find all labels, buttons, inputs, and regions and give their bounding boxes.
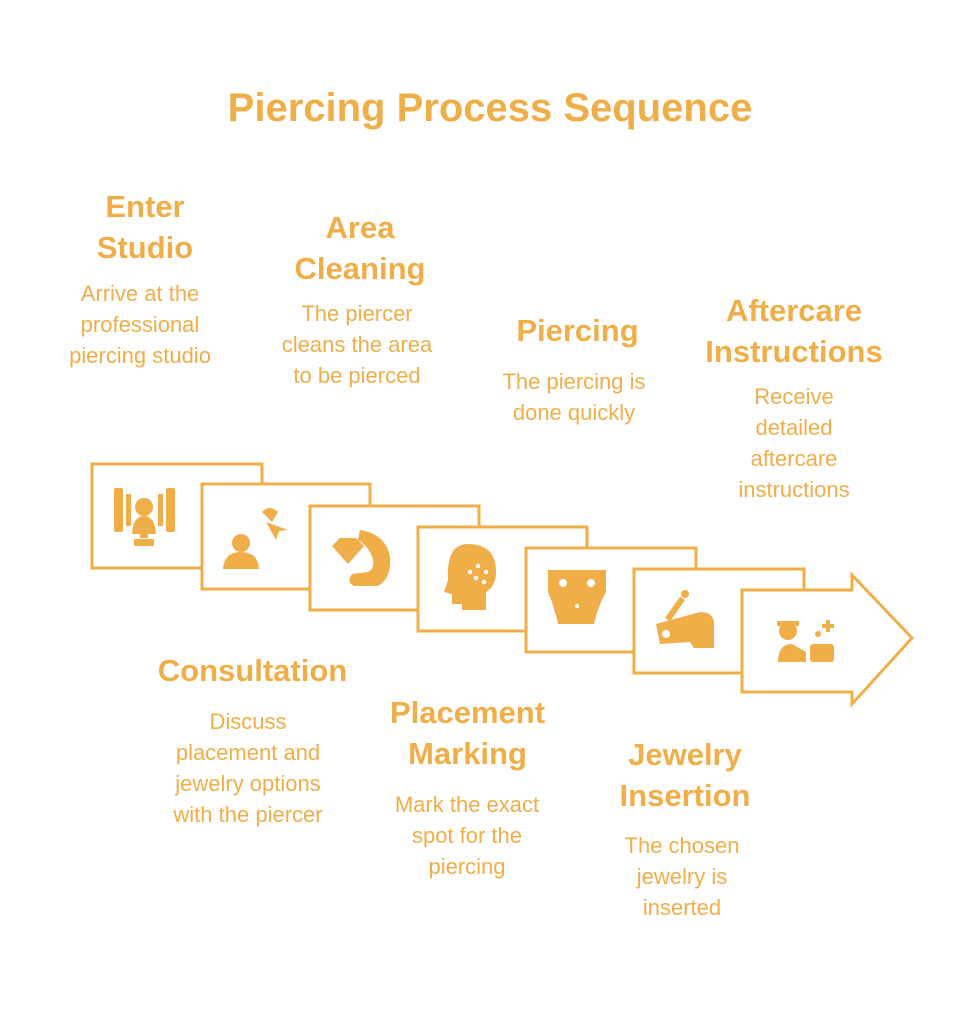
cleaning-icon [332, 530, 391, 586]
step-label-area-cleaning: Area Cleaning [294, 210, 426, 286]
step-label-enter-studio: Enter Studio [96, 189, 194, 265]
step-label-aftercare: Aftercare Instructions [705, 293, 883, 369]
panel-aftercare-arrow [740, 571, 915, 708]
piercing-icon [548, 570, 606, 624]
step-desc-consultation: Discuss placement and jewelry options wi… [173, 709, 323, 827]
step-label-placement-marking: Placement Marking [389, 695, 546, 771]
studio-icon [114, 488, 175, 546]
step-label-consultation: Consultation [157, 653, 348, 688]
step-desc-enter-studio: Arrive at the professional piercing stud… [69, 281, 211, 368]
marking-icon [444, 544, 496, 610]
step-desc-aftercare: Receive detailed aftercare instructions [738, 384, 850, 502]
jewelry-icon [656, 590, 714, 648]
step-desc-piercing: The piercing is done quickly [502, 369, 646, 425]
step-desc-area-cleaning: The piercer cleans the area to be pierce… [281, 301, 433, 388]
step-label-piercing: Piercing [516, 313, 639, 348]
step-desc-jewelry-insertion: The chosen jewelry is inserted [624, 833, 740, 920]
aftercare-icon [777, 620, 834, 662]
step-label-jewelry-insertion: Jewelry Insertion [619, 737, 751, 813]
step-desc-placement-marking: Mark the exact spot for the piercing [394, 792, 540, 879]
diagram-title: Piercing Process Sequence [227, 86, 753, 130]
consultation-icon [223, 508, 288, 569]
